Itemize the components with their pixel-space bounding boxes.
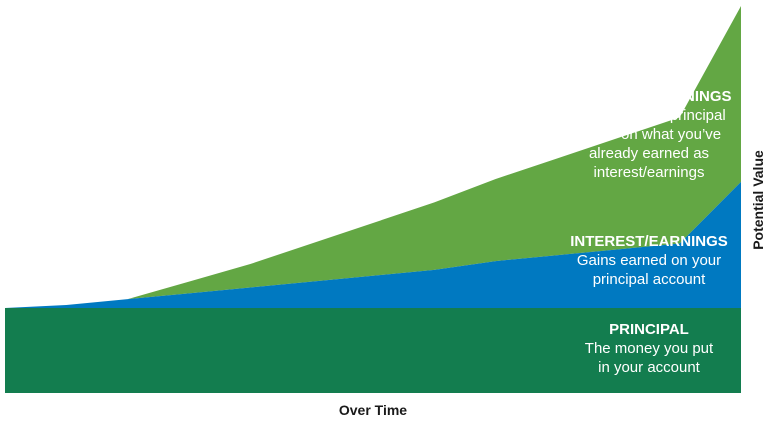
principal-description: The money you put in your account	[584, 340, 714, 376]
principal-title: PRINCIPAL	[609, 321, 689, 338]
compound-desc-part-2: PLUS	[576, 126, 617, 143]
compound-label: COMPOUND INTEREST/EARNINGS Gains on your…	[544, 68, 754, 182]
compound-desc-part-3: on what you’ve already earned as interes…	[588, 126, 722, 181]
interest-label: INTEREST/EARNINGS Gains earned on your p…	[544, 232, 754, 289]
compound-area	[5, 6, 741, 308]
x-axis-label: Over Time	[338, 402, 408, 418]
y-axis-label: Potential Value	[750, 150, 766, 250]
interest-description: Gains earned on your principal account	[576, 252, 722, 288]
compound-description: Gains on your principal PLUS on what you…	[569, 106, 729, 182]
principal-area	[5, 307, 741, 393]
compound-desc-part-1: Gains on your principal	[572, 107, 726, 124]
principal-label: PRINCIPAL The money you put in your acco…	[544, 320, 754, 377]
interest-area	[5, 181, 741, 308]
compound-title: COMPOUND INTEREST/EARNINGS	[574, 69, 732, 105]
interest-title: INTEREST/EARNINGS	[570, 233, 728, 250]
